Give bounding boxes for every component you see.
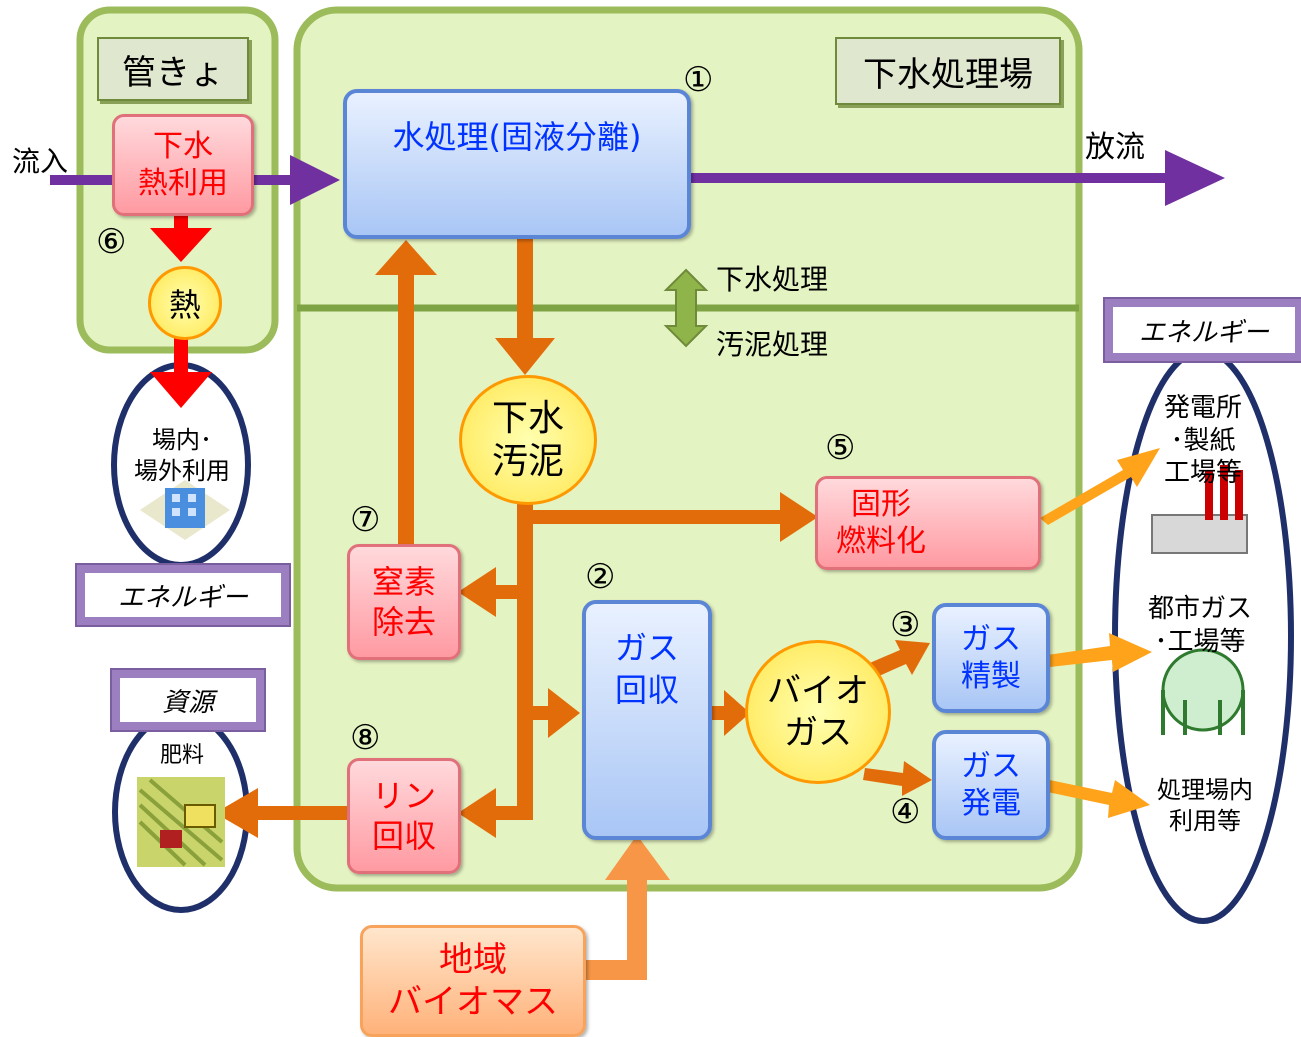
heat-arrowhead-2 — [150, 372, 212, 408]
biogas-circle: バイオ ガス — [745, 640, 891, 784]
number-7: ⑦ — [350, 500, 381, 540]
energy-label-right: エネルギー — [1103, 297, 1301, 363]
inflow-arrowhead — [290, 155, 340, 205]
building-icon — [140, 480, 230, 540]
inflow-label: 流入 — [12, 145, 69, 178]
discharge-label: 放流 — [1085, 130, 1145, 165]
gas-power-label: ガス 発電 — [961, 748, 1021, 822]
biomass-arrow — [581, 835, 670, 980]
solid-fuel-box: 固形 燃料化 — [815, 476, 1041, 570]
number-6: ⑥ — [96, 222, 127, 262]
resource-label: 資源 — [110, 668, 266, 732]
number-4: ④ — [890, 792, 921, 832]
number-3: ③ — [890, 605, 921, 645]
energy-label-left: エネルギー — [75, 563, 291, 627]
number-1: ① — [683, 60, 714, 100]
onsite-use-label: 場内･ 場外利用 — [134, 426, 230, 486]
heat-arrowhead-1 — [150, 228, 212, 262]
nitrogen-removal-box: 窒素 除去 — [347, 544, 461, 660]
number-2: ② — [585, 557, 616, 597]
farm-icon — [137, 777, 225, 867]
plant-label: 下水処理場 — [835, 37, 1061, 105]
heat-circle: 熱 — [148, 266, 222, 340]
gas-refine-box: ガス 精製 — [932, 603, 1050, 713]
gas-refine-label: ガス 精製 — [961, 621, 1021, 695]
gas-holder-icon — [1161, 648, 1245, 735]
orange-arrows — [215, 232, 932, 838]
pipe-label: 管きょ — [97, 37, 249, 101]
sludge-treatment-label: 汚泥処理 — [716, 328, 829, 361]
heat-use-box: 下水 熱利用 — [112, 114, 254, 216]
gas-power-box: ガス 発電 — [932, 730, 1050, 840]
heat-arrow-shaft-2 — [174, 330, 188, 375]
local-biomass-box: 地域 バイオマス — [360, 925, 586, 1037]
gas-recovery-label: ガス 回収 — [614, 629, 679, 709]
plant-use-label: 処理場内 利用等 — [1157, 776, 1253, 836]
city-gas-label: 都市ガス ･工場等 — [1147, 594, 1252, 657]
fertilizer-label: 肥料 — [159, 743, 204, 768]
resource-label-text: 資源 — [161, 687, 214, 718]
water-treatment-box: 水処理(固液分離) — [343, 89, 691, 239]
power-plant-label: 発電所 ･製紙 工場等 — [1163, 393, 1242, 488]
number-8: ⑧ — [350, 718, 381, 758]
discharge-arrowhead — [1165, 150, 1225, 206]
sludge-circle: 下水 汚泥 — [459, 375, 597, 505]
sewage-treatment-label: 下水処理 — [716, 263, 829, 296]
double-arrow-icon — [663, 268, 709, 348]
energy-label-left-text: エネルギー — [117, 582, 248, 613]
water-treatment-label: 水処理(固液分離) — [392, 118, 642, 156]
phosphorus-recovery-box: リン 回収 — [347, 758, 461, 874]
gas-recovery-box: ガス 回収 — [582, 600, 712, 840]
energy-label-right-text: エネルギー — [1138, 317, 1269, 348]
number-5: ⑤ — [825, 428, 856, 468]
power-plant-icon — [1151, 465, 1248, 554]
energy-arrows — [1038, 448, 1160, 818]
